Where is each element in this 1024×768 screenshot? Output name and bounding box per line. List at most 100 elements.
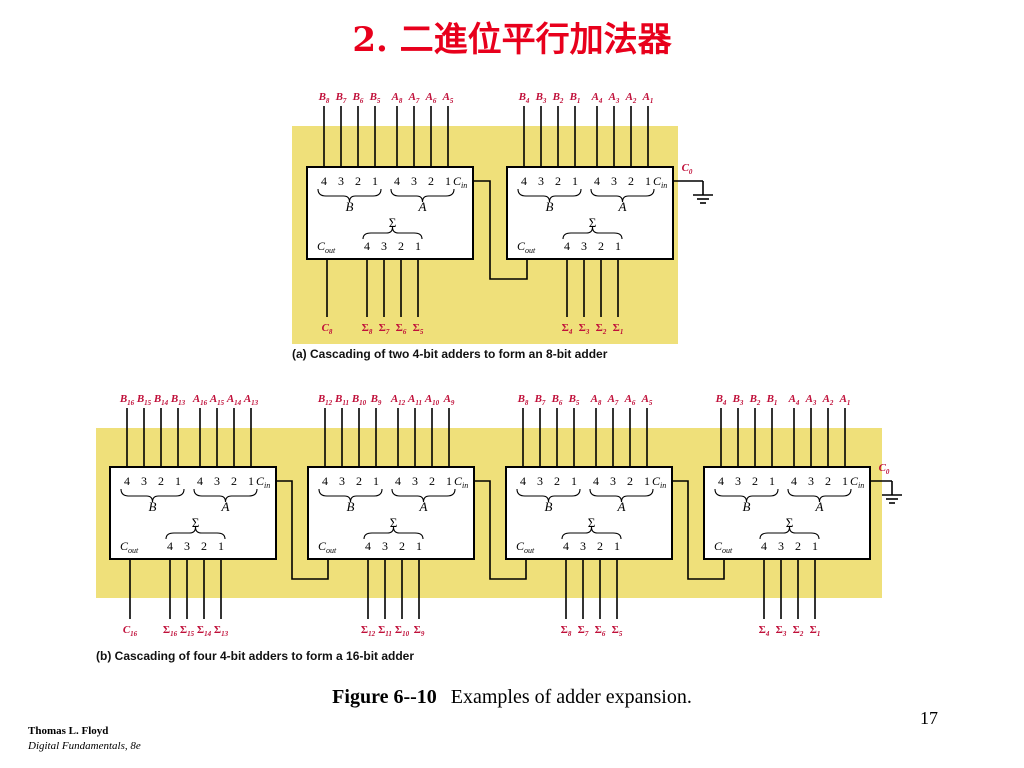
b-brace bbox=[318, 488, 383, 503]
b-operand-label: B bbox=[346, 199, 354, 214]
input-pin-number: 1 bbox=[572, 174, 578, 188]
input-pin-number: 2 bbox=[825, 474, 831, 488]
input-pin-number: 4 bbox=[197, 474, 203, 488]
a-operand-label: A bbox=[617, 499, 626, 514]
sum-pin-number: 4 bbox=[365, 539, 371, 553]
output-label: Σ15 bbox=[180, 624, 195, 638]
adder-block bbox=[505, 466, 673, 560]
input-pin-number: 2 bbox=[429, 474, 435, 488]
input-label: B14 bbox=[153, 393, 169, 407]
input-pin-number: 3 bbox=[610, 474, 616, 488]
input-pin-number: 1 bbox=[445, 174, 451, 188]
cin-label: Cin bbox=[453, 174, 467, 190]
input-label: A7 bbox=[408, 91, 420, 105]
sum-pin-number: 2 bbox=[201, 539, 207, 553]
b-brace bbox=[120, 488, 185, 503]
author-name: Thomas L. Floyd bbox=[28, 725, 109, 737]
sigma-brace bbox=[562, 226, 623, 240]
output-label: Σ5 bbox=[413, 322, 424, 336]
adder-block bbox=[307, 466, 475, 560]
input-label: B8 bbox=[318, 91, 330, 105]
page-number: 17 bbox=[920, 708, 938, 728]
sigma-label: Σ bbox=[589, 215, 597, 230]
a-operand-label: A bbox=[618, 199, 627, 214]
input-pin-number: 3 bbox=[412, 474, 418, 488]
sigma-brace bbox=[165, 526, 226, 540]
input-pin-number: 2 bbox=[554, 474, 560, 488]
output-label: Σ9 bbox=[414, 624, 425, 638]
input-pin-number: 3 bbox=[808, 474, 814, 488]
input-label: A3 bbox=[805, 393, 817, 407]
input-pin-number: 4 bbox=[593, 474, 599, 488]
input-pin-number: 4 bbox=[124, 474, 130, 488]
input-label: B2 bbox=[749, 393, 761, 407]
carry-out-label: C16 bbox=[123, 624, 138, 638]
sigma-label: Σ bbox=[192, 515, 200, 530]
b-operand-label: B bbox=[546, 199, 554, 214]
sum-pin-number: 4 bbox=[761, 539, 767, 553]
b-brace bbox=[517, 188, 582, 203]
input-label: B4 bbox=[518, 91, 530, 105]
sum-pin-number: 2 bbox=[598, 239, 604, 253]
sum-pin-number: 3 bbox=[184, 539, 190, 553]
input-pin-number: 2 bbox=[356, 474, 362, 488]
input-label: A11 bbox=[407, 393, 422, 407]
output-label: Σ6 bbox=[595, 624, 606, 638]
input-pin-number: 3 bbox=[611, 174, 617, 188]
input-label: B15 bbox=[136, 393, 152, 407]
input-pin-number: 2 bbox=[752, 474, 758, 488]
input-label: A8 bbox=[590, 393, 602, 407]
input-pin-number: 4 bbox=[321, 174, 327, 188]
sigma-brace bbox=[759, 526, 820, 540]
cin-label: Cin bbox=[850, 474, 864, 490]
input-label: B5 bbox=[369, 91, 381, 105]
diagram-caption: (b) Cascading of four 4-bit adders to fo… bbox=[96, 649, 414, 663]
input-pin-number: 4 bbox=[395, 474, 401, 488]
a-operand-label: A bbox=[419, 499, 428, 514]
sigma-brace bbox=[363, 526, 424, 540]
a-brace bbox=[193, 488, 258, 503]
output-label: Σ2 bbox=[793, 624, 804, 638]
input-pin-number: 2 bbox=[628, 174, 634, 188]
input-pin-number: 3 bbox=[537, 474, 543, 488]
output-label: Σ1 bbox=[810, 624, 821, 638]
adder-block bbox=[506, 166, 674, 260]
sum-pin-number: 2 bbox=[795, 539, 801, 553]
input-label: A2 bbox=[822, 393, 834, 407]
output-label: Σ2 bbox=[596, 322, 607, 336]
sum-pin-number: 1 bbox=[218, 539, 224, 553]
adder-block bbox=[703, 466, 871, 560]
input-pin-number: 3 bbox=[735, 474, 741, 488]
input-pin-number: 2 bbox=[555, 174, 561, 188]
input-pin-number: 1 bbox=[248, 474, 254, 488]
b-operand-label: B bbox=[743, 499, 751, 514]
cout-label: Cout bbox=[517, 239, 536, 255]
sigma-label: Σ bbox=[389, 215, 397, 230]
carry-wire bbox=[473, 180, 528, 280]
output-label: Σ3 bbox=[579, 322, 590, 336]
output-label: Σ11 bbox=[378, 624, 392, 638]
cout-label: Cout bbox=[714, 539, 733, 555]
input-pin-number: 4 bbox=[520, 474, 526, 488]
output-label: Σ3 bbox=[776, 624, 787, 638]
input-label: B7 bbox=[534, 393, 546, 407]
output-label: Σ8 bbox=[561, 624, 572, 638]
cin-label: Cin bbox=[256, 474, 270, 490]
sum-pin-number: 2 bbox=[398, 239, 404, 253]
sum-pin-number: 3 bbox=[778, 539, 784, 553]
input-pin-number: 3 bbox=[411, 174, 417, 188]
cin-label: Cin bbox=[653, 174, 667, 190]
input-pin-number: 3 bbox=[141, 474, 147, 488]
cin-label: Cin bbox=[652, 474, 666, 490]
a-brace bbox=[391, 488, 456, 503]
input-label: A4 bbox=[788, 393, 800, 407]
input-pin-number: 2 bbox=[158, 474, 164, 488]
sum-pin-number: 4 bbox=[564, 239, 570, 253]
input-label: B9 bbox=[370, 393, 382, 407]
sigma-brace bbox=[362, 226, 423, 240]
